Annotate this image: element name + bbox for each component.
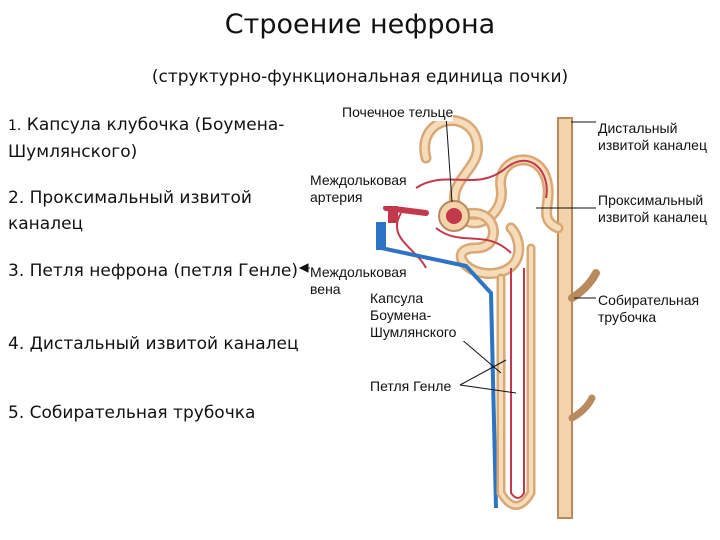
leader-loop-1 [459, 359, 507, 386]
page-subtitle: (структурно-функциональная единица почки… [151, 67, 569, 87]
list-text: Петля нефрона (петля Генле) [29, 261, 299, 281]
collecting-duct-branch [568, 269, 600, 302]
interlobular-vein-shape [380, 246, 498, 509]
distal-convoluted-tubule-inner [421, 117, 561, 231]
leader-lines [298, 115, 596, 394]
label-collecting-duct: Собирательная трубочка [598, 292, 716, 326]
glomerulus-shape [446, 208, 462, 224]
list-text: Проксимальный извитой каналец [8, 188, 252, 234]
list-number: 1. [8, 118, 22, 134]
list-number: 3. [8, 261, 25, 281]
leader-capsule [459, 337, 502, 374]
list-number: 5. [8, 403, 25, 423]
list-item-distal: 4. Дистальный извитой каналец [8, 331, 308, 357]
label-proximal-tubule: Проксимальный извитой каналец [598, 192, 718, 226]
list-text: Капсула клубочка (Боумена-Шумлянского) [8, 115, 285, 162]
nephron-diagram: Почечное тельце Междольковая артерия Меж… [296, 98, 720, 540]
label-loop-henle: Петля Генле [370, 378, 452, 395]
collecting-duct-branch [568, 394, 596, 422]
list-item-loop: 3. Петля нефрона (петля Генле) [8, 258, 308, 284]
list-number: 2. [8, 188, 25, 208]
proximal-convoluted-tubule-inner [453, 210, 522, 277]
label-distal-tubule: Дистальный извитой каналец [598, 120, 718, 154]
list-item-proximal: 2. Проксимальный извитой каналец [8, 185, 308, 237]
list-item-collecting: 5. Собирательная трубочка [8, 400, 308, 426]
label-renal-corpuscle: Почечное тельце [342, 104, 454, 121]
label-bowman-capsule: Капсула Боумена-Шумлянского [370, 290, 470, 341]
vein-arrow [298, 263, 309, 273]
vein-stub [376, 222, 386, 250]
label-interlobular-artery: Междольковая артерия [310, 172, 407, 206]
collecting-duct-shape [557, 117, 573, 519]
list-number: 4. [8, 334, 25, 354]
list-item-capsule: 1. Капсула клубочка (Боумена-Шумлянского… [8, 112, 308, 165]
loop-of-henle-inner [499, 246, 533, 508]
leader-loop-2 [459, 384, 517, 394]
vasa-recta [510, 268, 525, 499]
artery-stub [388, 198, 398, 223]
list-text: Дистальный извитой каналец [29, 334, 299, 354]
loop-of-henle-shape [496, 243, 536, 510]
list-text: Собирательная трубочка [29, 403, 256, 423]
leader-renal-corpuscle-drop [445, 115, 453, 203]
page-title: Строение нефрона [224, 9, 496, 40]
